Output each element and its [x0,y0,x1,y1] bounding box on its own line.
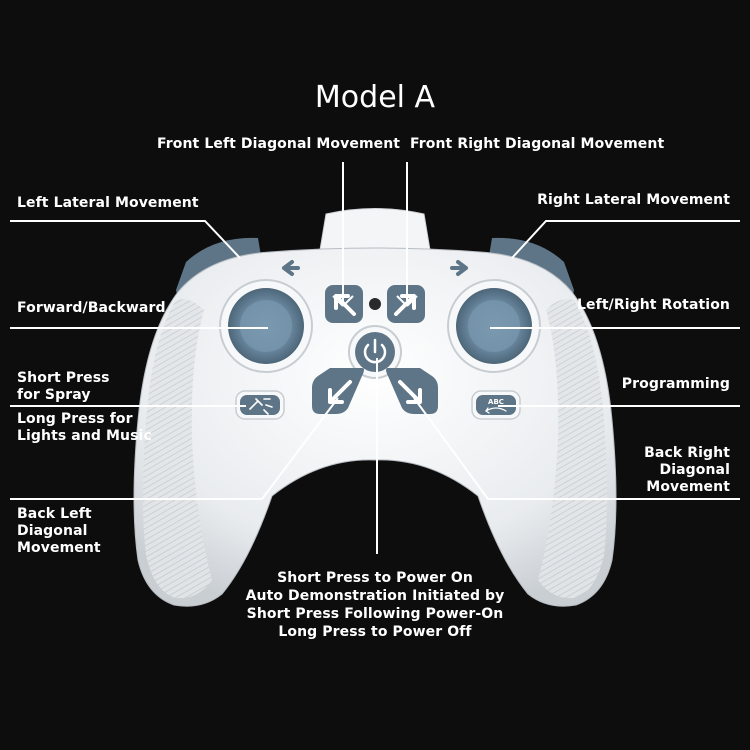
power-icon [363,343,387,364]
label-short-press-spray-1: Short Press [17,370,110,386]
callout-back-left [10,397,339,500]
label-forward-backward: Forward/Backward [17,300,166,316]
label-back-left-diagonal-3: Movement [17,540,101,556]
programming-button-text: ABC [488,398,504,406]
right-grip-texture [538,299,607,599]
label-long-press-lights-1: Long Press for [17,411,133,427]
label-left-lateral: Left Lateral Movement [17,195,199,211]
label-programming: Programming [621,376,730,392]
callout-front-right-arrowhead [396,295,418,307]
label-left-right-rotation: Left/Right Rotation [577,297,730,313]
power-button[interactable] [348,325,402,379]
callout-back-right [413,397,740,500]
label-back-right-diagonal-2: Diagonal [659,462,730,478]
label-back-left-diagonal-1: Back Left [17,506,92,522]
label-power-1: Short Press to Power On [277,570,473,586]
callout-right-lateral [511,220,740,259]
callout-front-left-arrowhead [332,295,354,307]
left-joystick[interactable] [219,279,313,373]
left-grip-texture [143,299,212,599]
label-power-4: Long Press to Power Off [278,624,472,640]
callout-left-lateral [10,220,241,259]
spray-light-icon [249,398,273,415]
page-title: Model A [314,80,436,115]
right-joystick[interactable] [447,279,541,373]
programming-button[interactable]: ABC [471,390,521,420]
right-arrow-icon [450,260,468,276]
callout-lines [10,162,740,554]
label-back-left-diagonal-2: Diagonal [17,523,88,539]
label-front-right-diagonal: Front Right Diagonal Movement [410,136,665,152]
left-arrow-icon [282,260,300,276]
label-back-right-diagonal-1: Back Right [644,445,730,461]
label-back-right-diagonal-3: Movement [646,479,730,495]
spray-lights-button[interactable] [235,390,285,420]
label-short-press-spray-2: for Spray [17,387,91,403]
label-front-left-diagonal: Front Left Diagonal Movement [157,136,401,152]
label-right-lateral: Right Lateral Movement [537,192,730,208]
indicator-light [369,298,381,310]
loop-arrow-icon [485,407,507,414]
label-power-2: Auto Demonstration Initiated by [245,588,505,604]
label-long-press-lights-2: Lights and Music [17,428,152,444]
label-power-3: Short Press Following Power-On [246,606,504,622]
